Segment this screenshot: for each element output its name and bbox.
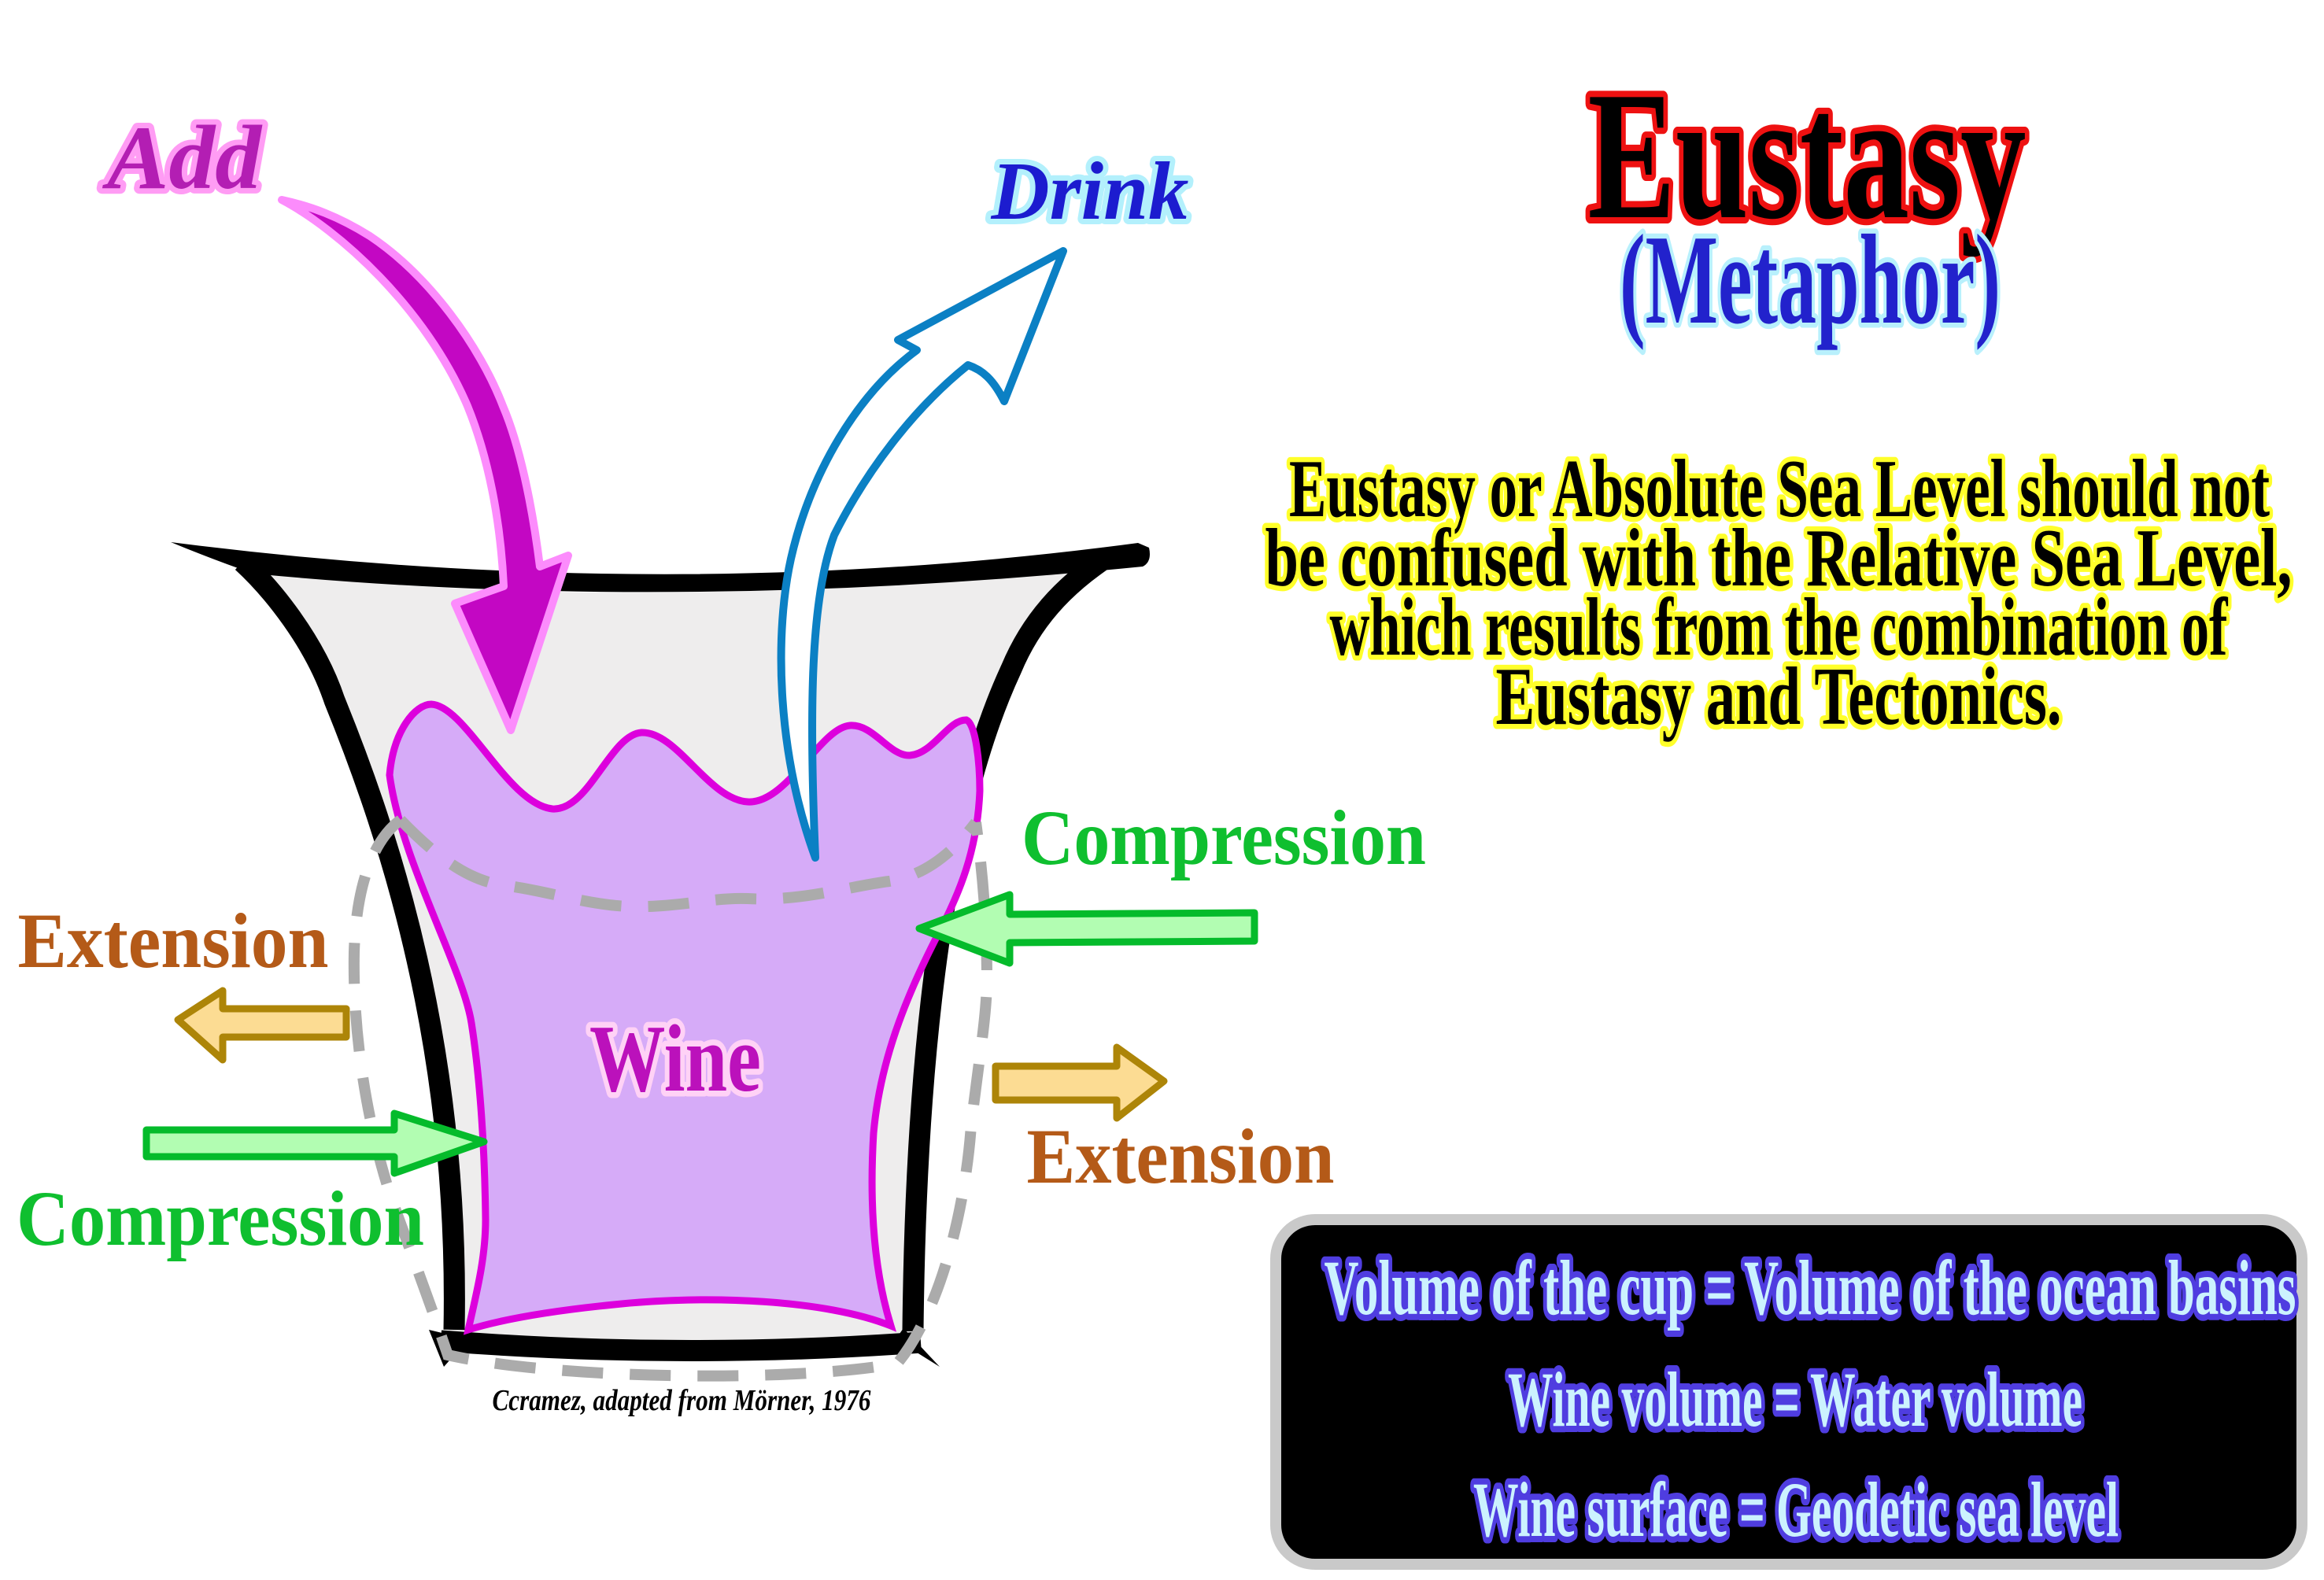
svg-text:Extension: Extension — [1027, 1113, 1335, 1200]
svg-text:Drink: Drink — [991, 145, 1189, 237]
svg-text:Wine volume = Water volume: Wine volume = Water volume — [1508, 1356, 2082, 1443]
svg-text:(Metaphor): (Metaphor) — [1620, 209, 2001, 351]
svg-text:which results from the combina: which results from the combination of — [1330, 581, 2229, 673]
svg-text:Eustasy or Absolute Sea Level: Eustasy or Absolute Sea Level should not — [1289, 442, 2270, 534]
svg-text:Add: Add — [102, 108, 263, 208]
svg-text:Compression: Compression — [1022, 794, 1426, 881]
svg-text:Volume of the cup = Volume of: Volume of the cup = Volume of the ocean … — [1325, 1244, 2296, 1331]
svg-text:be confused with the Relative: be confused with the Relative Sea Level, — [1265, 511, 2293, 604]
svg-text:Wine surface = Geodetic sea le: Wine surface = Geodetic sea level — [1473, 1466, 2119, 1553]
svg-text:Eustasy and Tectonics.: Eustasy and Tectonics. — [1496, 650, 2062, 742]
svg-text:Ccramez, adapted from Mörner,: Ccramez, adapted from Mörner, 1976 — [493, 1384, 871, 1417]
svg-text:Eustasy: Eustasy — [1588, 54, 2027, 257]
svg-text:Wine: Wine — [589, 1006, 761, 1112]
svg-text:Extension: Extension — [18, 897, 329, 984]
svg-text:Compression: Compression — [17, 1175, 424, 1262]
